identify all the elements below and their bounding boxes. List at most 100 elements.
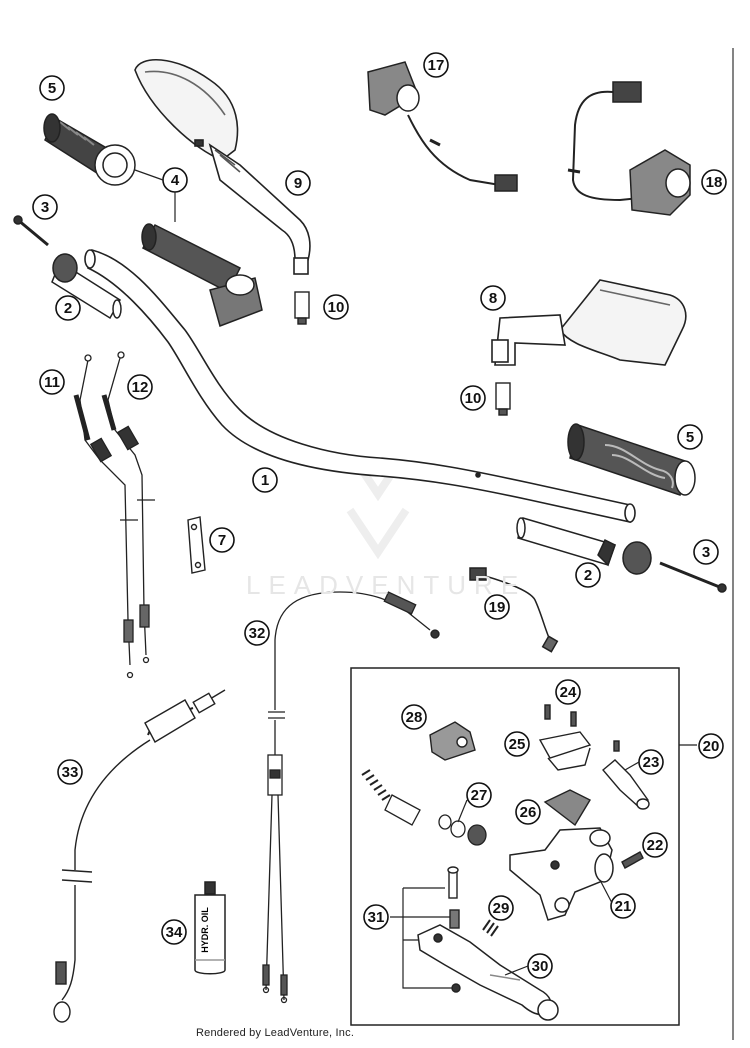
brake-lever-30 [417,924,559,1021]
bar-end-left [13,215,122,320]
hydraulic-oil-bottle [194,881,226,975]
svg-text:9: 9 [294,175,302,192]
svg-text:10: 10 [328,299,345,316]
callout-30: 30 [527,953,553,979]
callout-28: 28 [401,704,427,730]
bar-end-right [516,517,727,593]
callout-22: 22 [642,832,668,858]
svg-text:12: 12 [132,379,149,396]
leader-lines [134,169,640,976]
oil-bottle-label: HYDR. OIL [200,907,210,953]
svg-text:22: 22 [647,837,664,854]
callout-18: 18 [701,169,727,195]
svg-text:19: 19 [489,599,506,616]
svg-text:11: 11 [44,374,60,391]
handlebar [84,249,636,523]
callout-26: 26 [515,799,541,825]
callout-4: 4 [162,167,188,193]
callout-7: 7 [209,527,235,553]
pin-31 [402,866,461,993]
hydraulic-line-33 [53,689,226,1023]
screws-24 [544,704,577,727]
callout-21: 21 [610,893,636,919]
bracket-26 [543,789,591,827]
callout-8: 8 [480,285,506,311]
pivot-23 [602,740,650,810]
svg-text:5: 5 [686,429,694,446]
svg-text:3: 3 [41,199,49,216]
callouts: 1 2 2 3 3 4 5 5 7 8 9 10 10 11 12 17 18 … [32,52,727,979]
reservoir-cover-28 [429,721,476,761]
callout-25: 25 [504,731,530,757]
callout-33: 33 [57,759,83,785]
svg-text:24: 24 [560,684,577,701]
bolt-22 [621,851,644,869]
svg-text:8: 8 [489,290,497,307]
svg-text:28: 28 [406,709,423,726]
callout-10-left: 10 [323,294,349,320]
svg-text:34: 34 [166,924,183,941]
callout-29: 29 [488,895,514,921]
callout-3-left: 3 [32,194,58,220]
spring-29 [482,919,499,937]
svg-text:18: 18 [706,174,723,191]
svg-text:33: 33 [62,764,79,781]
callout-17: 17 [423,52,449,78]
callout-11: 11 [39,369,65,395]
callout-34: 34 [161,919,187,945]
throttle-cables [73,351,155,679]
svg-text:10: 10 [465,390,482,407]
throttle-tube [141,223,263,327]
watermark-text: LEADVENTURE [246,570,527,600]
callout-19: 19 [484,594,510,620]
svg-text:2: 2 [64,300,72,317]
mirror-right [491,279,687,366]
svg-text:4: 4 [171,172,180,189]
callout-31: 31 [363,904,389,930]
callout-5-left: 5 [39,75,65,101]
callout-1: 1 [252,467,278,493]
watermark-logo [346,467,410,560]
svg-text:26: 26 [520,804,537,821]
svg-text:3: 3 [702,544,710,561]
callout-5-right: 5 [677,424,703,450]
callout-9: 9 [285,170,311,196]
svg-text:31: 31 [368,909,385,926]
switch-left [367,61,518,192]
svg-text:17: 17 [428,57,445,74]
svg-text:32: 32 [249,625,266,642]
callout-24: 24 [555,679,581,705]
spring-piston-27 [361,769,487,846]
svg-text:7: 7 [218,532,226,549]
callout-20: 20 [698,733,724,759]
svg-text:29: 29 [493,900,510,917]
svg-text:23: 23 [643,754,660,771]
svg-text:1: 1 [261,472,269,489]
svg-text:5: 5 [48,80,56,97]
svg-text:20: 20 [703,738,720,755]
callout-32: 32 [244,620,270,646]
callout-12: 12 [127,374,153,400]
switch-right [567,81,691,216]
svg-text:25: 25 [509,736,526,753]
cable-bracket [187,516,206,574]
callout-10-right: 10 [460,385,486,411]
master-cylinder-21 [509,827,614,921]
svg-text:30: 30 [532,958,549,975]
callout-23: 23 [638,749,664,775]
callout-2-right: 2 [575,562,601,588]
mirror-nut-left [294,291,310,325]
grip-right [567,423,696,496]
render-credit: Rendered by LeadVenture, Inc. [196,1027,355,1039]
svg-text:21: 21 [615,898,632,915]
callout-3-right: 3 [693,539,719,565]
mirror-nut-right [495,382,511,416]
cover-25 [538,731,592,771]
callout-2-left: 2 [55,295,81,321]
cable-32 [262,591,440,1004]
svg-text:2: 2 [584,567,592,584]
brake-assembly-box [350,667,680,1026]
callout-27: 27 [466,782,492,808]
sensor-cable [469,567,559,653]
